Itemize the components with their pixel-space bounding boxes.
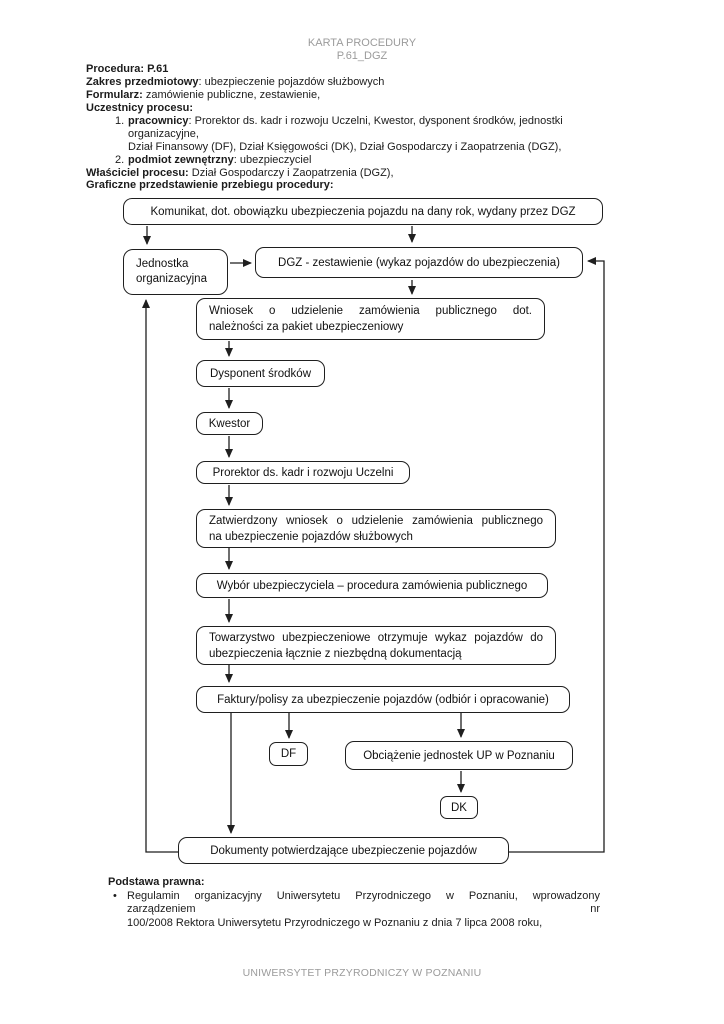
participant-1-line1: pracownicy: Prorektor ds. kadr i rozwoju…	[128, 115, 563, 140]
document-footer: UNIWERSYTET PRZYRODNICZY W POZNANIU	[242, 967, 482, 979]
participant-1-line2: Dział Finansowy (DF), Dział Księgowości …	[128, 141, 562, 153]
bullet-glyph: •	[113, 889, 117, 902]
legal-line-2: 100/2008 Rektora Uniwersytetu Przyrodnic…	[127, 916, 543, 929]
flow-node-komunikat: Komunikat, dot. obowiązku ubezpieczenia …	[123, 198, 603, 225]
participant-2-line1: podmiot zewnętrzny: ubezpieczyciel	[128, 154, 312, 166]
flow-node-zatwierdzony-wniosek: Zatwierdzony wniosek o udzielenie zamówi…	[196, 509, 556, 548]
participant-1-number: 1.	[115, 115, 125, 127]
flow-node-kwestor: Kwestor	[196, 412, 263, 435]
zakres-label: Zakres przedmiotowy	[86, 76, 199, 88]
flow-node-dokumenty: Dokumenty potwierdzające ubezpieczenie p…	[178, 837, 509, 864]
participant-item-2: 2. podmiot zewnętrzny: ubezpieczyciel	[86, 154, 600, 167]
flow-node-obciazenie-jednostek: Obciążenie jednostek UP w Poznaniu	[345, 741, 573, 770]
participant-2-number: 2.	[115, 154, 125, 166]
flow-node-prorektor: Prorektor ds. kadr i rozwoju Uczelni	[196, 461, 410, 484]
meta-zakres: Zakres przedmiotowy: ubezpieczenie pojaz…	[86, 76, 600, 89]
legal-heading: Podstawa prawna:	[108, 876, 205, 888]
flow-node-dk: DK	[440, 796, 478, 819]
legal-line-1: Regulamin organizacyjny Uniwersytetu Prz…	[127, 889, 600, 916]
diagram-heading: Graficzne przedstawienie przebiegu proce…	[86, 179, 334, 191]
flow-node-towarzystwo: Towarzystwo ubezpieczeniowe otrzymuje wy…	[196, 626, 556, 665]
legal-bullet-item: • Regulamin organizacyjny Uniwersytetu P…	[108, 890, 600, 931]
formularz-value: zamówienie publiczne, zestawienie,	[142, 89, 321, 101]
formularz-label: Formularz:	[86, 89, 143, 101]
meta-formularz: Formularz: zamówienie publiczne, zestawi…	[86, 89, 600, 102]
flow-node-faktury-polisy: Faktury/polisy za ubezpieczenie pojazdów…	[196, 686, 570, 713]
meta-procedura: Procedura: P.61	[86, 63, 600, 76]
flow-node-wybor-ubezpieczyciela: Wybór ubezpieczyciela – procedura zamówi…	[196, 573, 548, 598]
meta-uczestnicy-heading: Uczestnicy procesu:	[86, 102, 193, 114]
document-header: KARTA PROCEDURY P.61_DGZ	[0, 37, 724, 63]
header-title: KARTA PROCEDURY	[307, 37, 417, 49]
legal-basis: Podstawa prawna: • Regulamin organizacyj…	[108, 876, 600, 930]
flow-node-df: DF	[269, 742, 308, 766]
flow-node-dgz-zestawienie: DGZ - zestawienie (wykaz pojazdów do ube…	[255, 247, 583, 278]
header-code: P.61_DGZ	[336, 50, 388, 62]
meta-wlasciciel: Właściciel procesu: Dział Gospodarczy i …	[86, 167, 600, 180]
flow-node-wniosek: Wniosek o udzielenie zamówienia publiczn…	[196, 298, 545, 340]
flow-node-jednostka-organizacyjna: Jednostka organizacyjna	[123, 249, 228, 295]
connector-dokumenty-jednostka-feedback	[142, 299, 178, 853]
participant-item-1: 1. pracownicy: Prorektor ds. kadr i rozw…	[86, 115, 600, 154]
procedura-text: Procedura: P.61	[86, 63, 169, 75]
zakres-value: : ubezpieczenie pojazdów służbowych	[198, 76, 385, 88]
wlasciciel-label: Właściciel procesu:	[86, 167, 189, 179]
wlasciciel-value: Dział Gospodarczy i Zaopatrzenia (DGZ),	[188, 167, 394, 179]
flow-node-dysponent-srodkow: Dysponent środków	[196, 360, 325, 387]
procedure-meta: Procedura: P.61 Zakres przedmiotowy: ube…	[86, 63, 600, 180]
